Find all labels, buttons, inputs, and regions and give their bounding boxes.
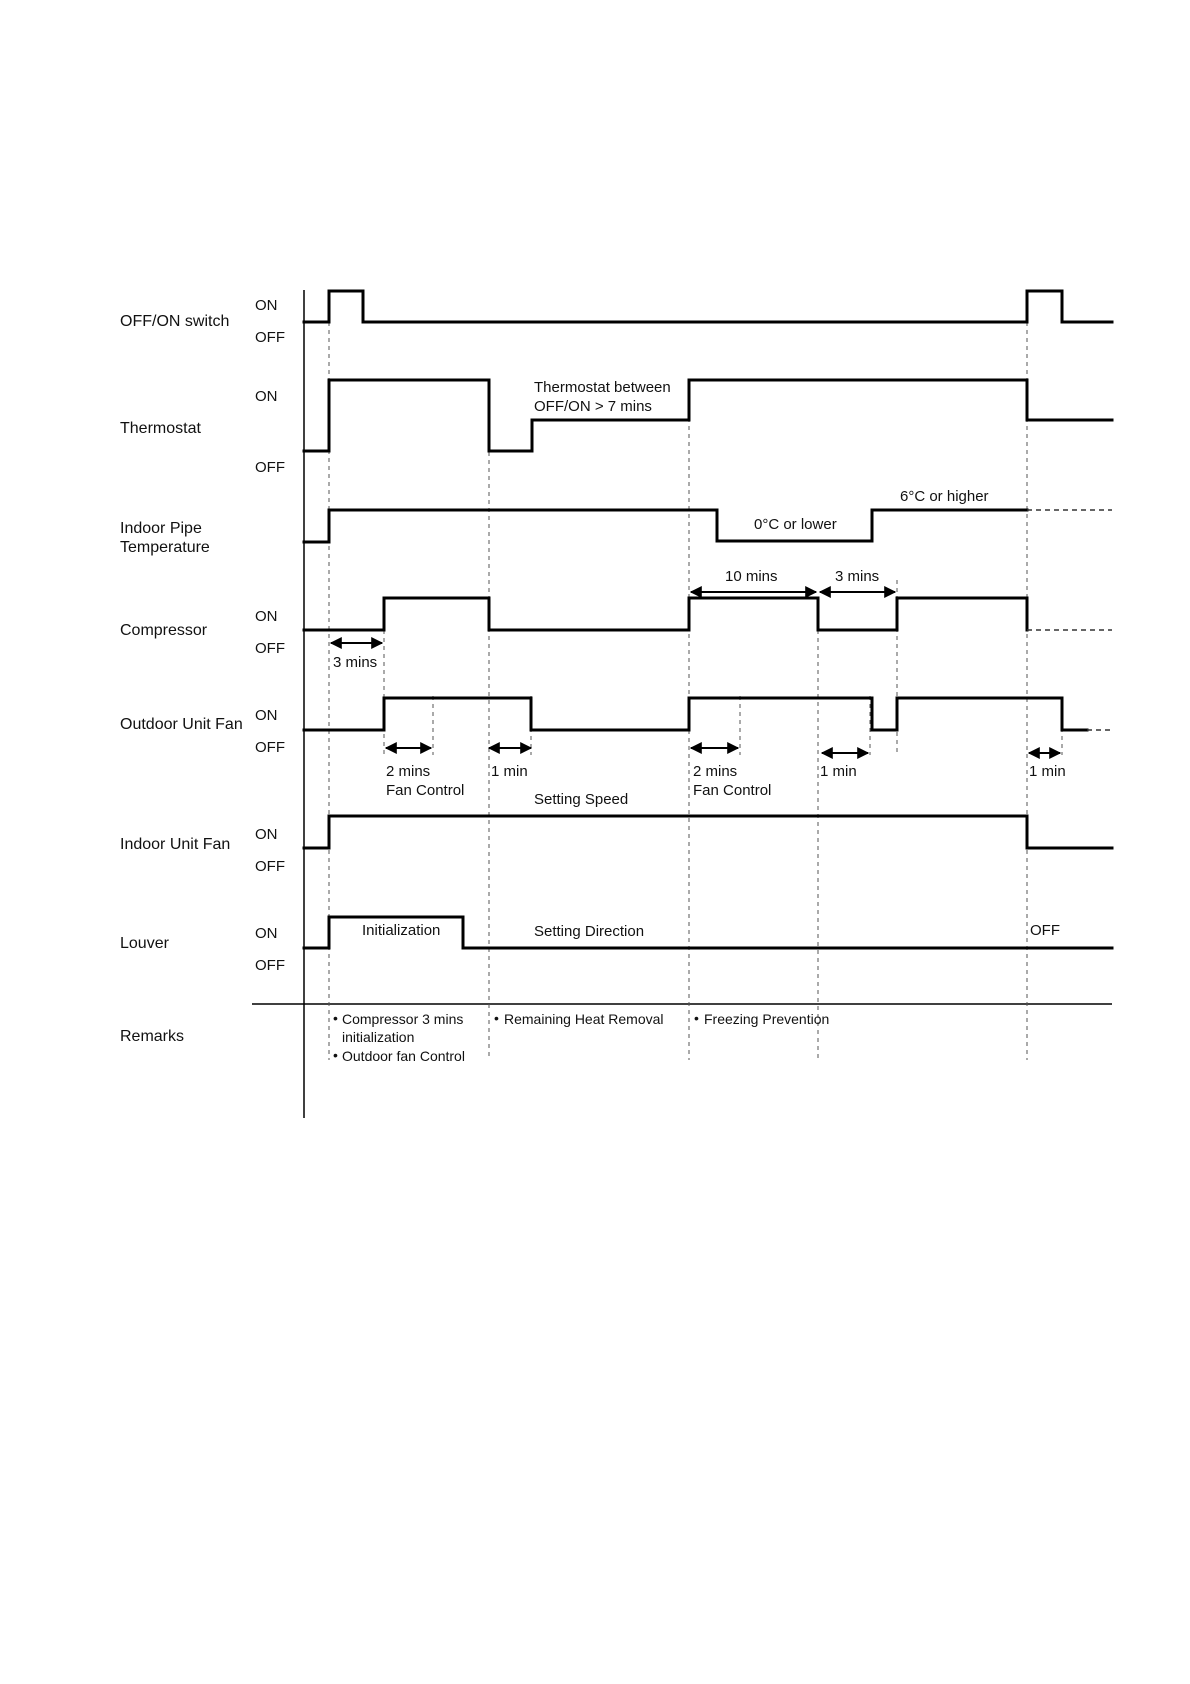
remark-bullet: • bbox=[694, 1010, 699, 1026]
fan-1-min-label: 1 min bbox=[491, 763, 528, 780]
row-label-louver: Louver bbox=[120, 935, 170, 952]
fan-1-min-label: 1 min bbox=[820, 763, 857, 780]
remark-bullet: • bbox=[333, 1010, 338, 1026]
on-label: ON bbox=[255, 388, 278, 405]
row-labels: OFF/ON switch Thermostat Indoor Pipe Tem… bbox=[120, 313, 243, 1045]
initialization-label: Initialization bbox=[362, 922, 440, 939]
compressor-10-mins-label: 10 mins bbox=[725, 568, 778, 585]
fan-control-label: Fan Control bbox=[386, 782, 464, 799]
on-label: ON bbox=[255, 608, 278, 625]
off-on-switch-wave bbox=[302, 289, 1114, 324]
off-label: OFF bbox=[255, 329, 285, 346]
compressor-wave bbox=[302, 596, 1029, 632]
compressor-3-mins-label-left: 3 mins bbox=[333, 654, 377, 671]
louver-wave bbox=[302, 915, 1114, 950]
pipe-high-label: 6°C or higher bbox=[900, 488, 989, 505]
remark-outdoor-fan: Outdoor fan Control bbox=[342, 1048, 465, 1064]
row-label-off-on-switch: OFF/ON switch bbox=[120, 313, 229, 330]
waveforms bbox=[302, 289, 1114, 950]
off-label: OFF bbox=[255, 858, 285, 875]
fan-1-min-label: 1 min bbox=[1029, 763, 1066, 780]
row-label-indoor-pipe: Indoor Pipe bbox=[120, 520, 202, 537]
remark-compressor-line-1: Compressor 3 mins bbox=[342, 1011, 463, 1027]
fan-control-label: Fan Control bbox=[693, 782, 771, 799]
off-label: OFF bbox=[255, 459, 285, 476]
on-label: ON bbox=[255, 925, 278, 942]
setting-direction-label: Setting Direction bbox=[534, 923, 644, 940]
row-label-outdoor-unit-fan: Outdoor Unit Fan bbox=[120, 716, 243, 733]
fan-2-mins-label: 2 mins bbox=[693, 763, 737, 780]
row-label-thermostat: Thermostat bbox=[120, 420, 201, 437]
on-label: ON bbox=[255, 826, 278, 843]
row-label-indoor-unit-fan: Indoor Unit Fan bbox=[120, 836, 230, 853]
off-label: OFF bbox=[255, 739, 285, 756]
thermostat-note-line-1: Thermostat between bbox=[534, 379, 671, 396]
remark-compressor-line-2: initialization bbox=[342, 1029, 414, 1045]
row-label-compressor: Compressor bbox=[120, 622, 208, 639]
on-label: ON bbox=[255, 297, 278, 314]
indoor-unit-fan-wave bbox=[302, 814, 1114, 850]
state-labels: ON OFF ON OFF ON OFF ON OFF ON OFF ON OF… bbox=[255, 297, 285, 974]
fan-2-mins-label: 2 mins bbox=[386, 763, 430, 780]
compressor-3-mins-label-right: 3 mins bbox=[835, 568, 879, 585]
row-label-temperature: Temperature bbox=[120, 539, 210, 556]
duration-arrows bbox=[329, 586, 1062, 759]
pipe-low-label: 0°C or lower bbox=[754, 516, 837, 533]
remark-remaining-heat: Remaining Heat Removal bbox=[504, 1011, 664, 1027]
outdoor-unit-fan-wave bbox=[302, 696, 1089, 732]
indoor-pipe-temperature-wave bbox=[302, 508, 1029, 544]
remark-bullet: • bbox=[494, 1010, 499, 1026]
row-label-remarks: Remarks bbox=[120, 1028, 184, 1045]
remark-freezing-prevention: Freezing Prevention bbox=[704, 1011, 829, 1027]
off-label: OFF bbox=[255, 640, 285, 657]
louver-off-label: OFF bbox=[1030, 922, 1060, 939]
thermostat-note-line-2: OFF/ON > 7 mins bbox=[534, 398, 652, 415]
thermostat-wave bbox=[302, 378, 1114, 453]
setting-speed-label: Setting Speed bbox=[534, 791, 628, 808]
remark-bullet: • bbox=[333, 1047, 338, 1063]
annotations: Thermostat between OFF/ON > 7 mins 0°C o… bbox=[333, 379, 1066, 940]
off-label: OFF bbox=[255, 957, 285, 974]
remarks: • Compressor 3 mins initialization • Out… bbox=[333, 1010, 829, 1064]
on-label: ON bbox=[255, 707, 278, 724]
